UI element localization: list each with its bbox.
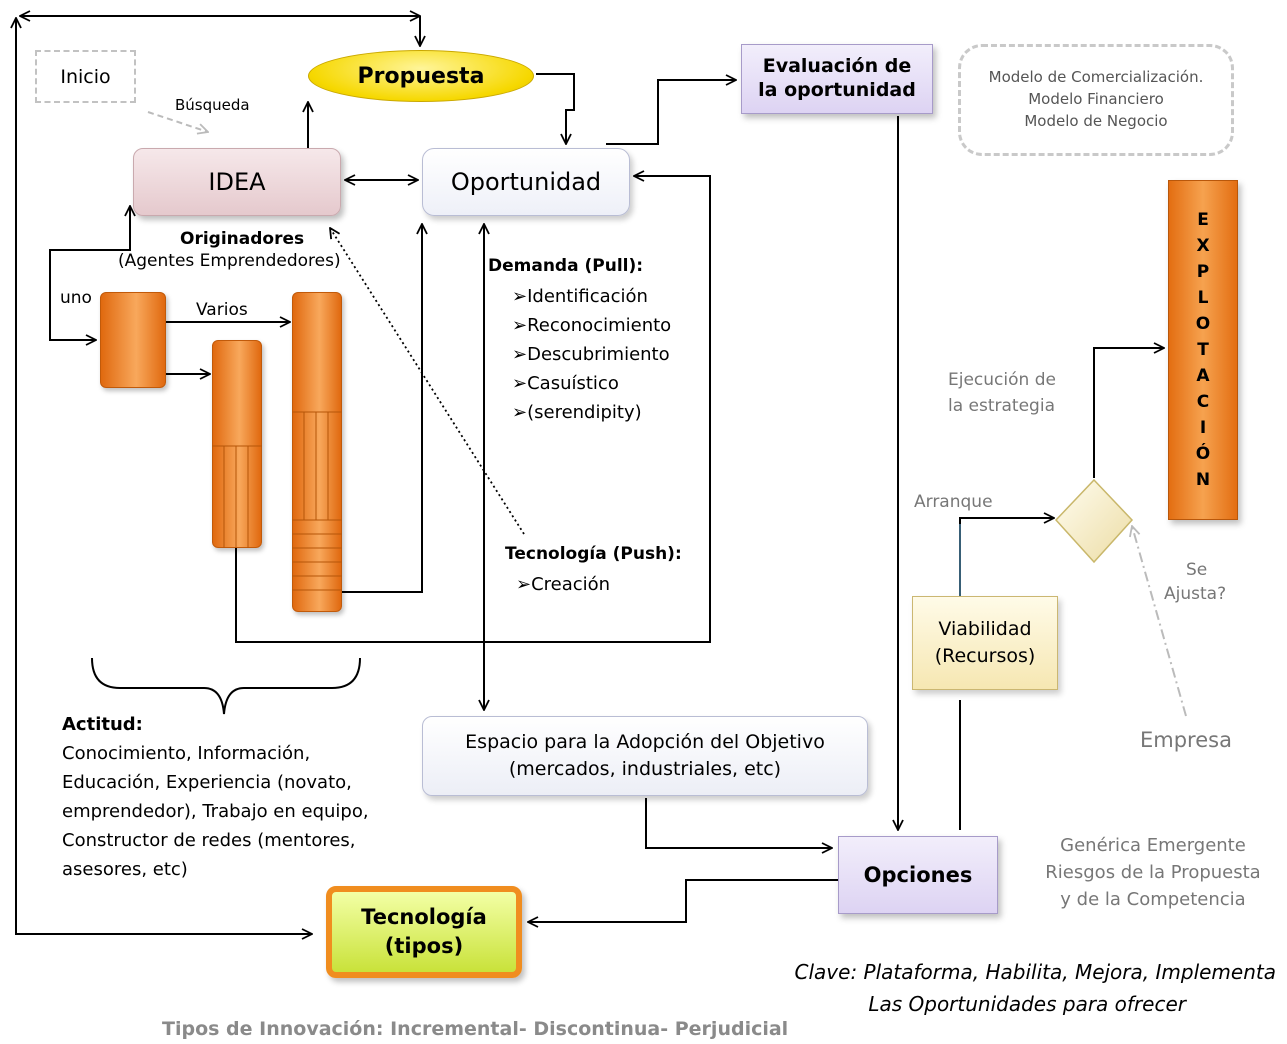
clave-text: Clave: Plataforma, Habilita, Mejora, Imp… [690,956,1276,1020]
explotacion-letter: A [1196,366,1210,386]
modelo-line1: Modelo de Comercialización. [988,68,1204,87]
ajuste-diamond [1054,478,1134,564]
ejecucion-line2: la estrategia [948,396,1055,416]
espacio-line2: (mercados, industriales, etc) [508,758,782,780]
demanda-item: Identificación [512,282,671,311]
idea-node: IDEA [133,148,341,216]
demanda-item: Reconocimiento [512,311,671,340]
viabilidad-node: Viabilidad (Recursos) [912,596,1058,690]
clave-line1: Clave: Plataforma, Habilita, Mejora, Imp… [794,960,1276,984]
evaluacion-line2: la oportunidad [758,79,916,101]
uno-label: uno [60,288,92,308]
opciones-label: Opciones [863,863,973,887]
actitud-line: Constructor de redes (mentores, [62,830,356,851]
generica-line2: Riesgos de la Propuesta [1045,862,1261,883]
propuesta-label: Propuesta [357,63,485,89]
explotacion-letter: I [1199,418,1207,438]
actitud-line: Conocimiento, Información, [62,743,311,764]
oportunidad-node: Oportunidad [422,148,630,216]
tecnologia-node: Tecnología (tipos) [326,886,522,978]
espacio-node: Espacio para la Adopción del Objetivo (me… [422,716,868,796]
se-ajusta-line2: Ajusta? [1164,584,1227,604]
explotacion-letter: Ó [1195,444,1211,464]
explotacion-letter: E [1197,210,1209,230]
varios-label: Varios [196,300,248,320]
actitud-line: asesores, etc) [62,859,188,880]
evaluacion-line1: Evaluación de [762,55,912,78]
arranque-label: Arranque [914,492,993,512]
inicio-box: Inicio [35,50,136,103]
espacio-line1: Espacio para la Adopción del Objetivo [465,731,825,754]
modelo-line3: Modelo de Negocio [1024,111,1168,130]
agentes-label: (Agentes Emprendedores) [118,251,341,271]
generica-text: Genérica Emergente Riesgos de la Propues… [1020,832,1286,913]
busqueda-label: Búsqueda [175,96,250,114]
originator-bar-varios-2 [292,292,342,612]
propuesta-node: Propuesta [308,50,534,102]
originator-bar-varios-1 [212,340,262,548]
demanda-item: Casuístico [512,369,671,398]
viabilidad-line1: Viabilidad [938,618,1032,641]
bar-lines-2 [292,411,342,591]
empresa-label: Empresa [1140,728,1232,752]
idea-label: IDEA [208,168,266,196]
viabilidad-line2: (Recursos) [934,645,1036,667]
explotacion-letter: N [1195,470,1211,490]
explotacion-letter: X [1196,236,1210,256]
generica-line3: y de la Competencia [1060,889,1246,910]
actitud-block: Actitud: Conocimiento, Información, Educ… [62,710,369,884]
explotacion-letter: O [1195,314,1211,334]
bar-lines-1 [212,445,262,548]
actitud-title: Actitud: [62,714,143,735]
demanda-list: Identificación Reconocimiento Descubrimi… [512,282,671,427]
originator-bar-uno [100,292,166,388]
tecnologia-push-item: Creación [516,570,610,599]
actitud-line: emprendedor), Trabajo en equipo, [62,801,369,822]
tecnologia-line2: (tipos) [384,934,464,958]
demanda-item: (serendipity) [512,398,671,427]
actitud-line: Educación, Experiencia (novato, [62,772,352,793]
tecnologia-push-list: Creación [516,570,610,599]
ejecucion-line1: Ejecución de [948,370,1056,390]
explotacion-letter: C [1196,392,1210,412]
explotacion-letter: T [1197,340,1209,360]
opciones-node: Opciones [838,836,998,914]
explotacion-letter: L [1197,288,1209,308]
tipos-innovacion: Tipos de Innovación: Incremental- Discon… [162,1018,789,1040]
explotacion-letter: P [1196,262,1210,282]
tecnologia-line1: Tecnología [361,904,487,929]
clave-line2: Las Oportunidades para ofrecer [868,992,1186,1016]
demanda-item: Descubrimiento [512,340,671,369]
tecnologia-push-title: Tecnología (Push): [505,544,682,564]
se-ajusta-line1: Se [1186,560,1208,580]
demanda-title: Demanda (Pull): [488,256,644,276]
originadores-label: Originadores [180,229,305,249]
modelo-box: Modelo de Comercialización. Modelo Financ… [958,44,1234,156]
modelo-line2: Modelo Financiero [1028,90,1164,109]
oportunidad-label: Oportunidad [450,168,602,196]
generica-line1: Genérica Emergente [1060,835,1246,856]
inicio-label: Inicio [60,65,111,88]
